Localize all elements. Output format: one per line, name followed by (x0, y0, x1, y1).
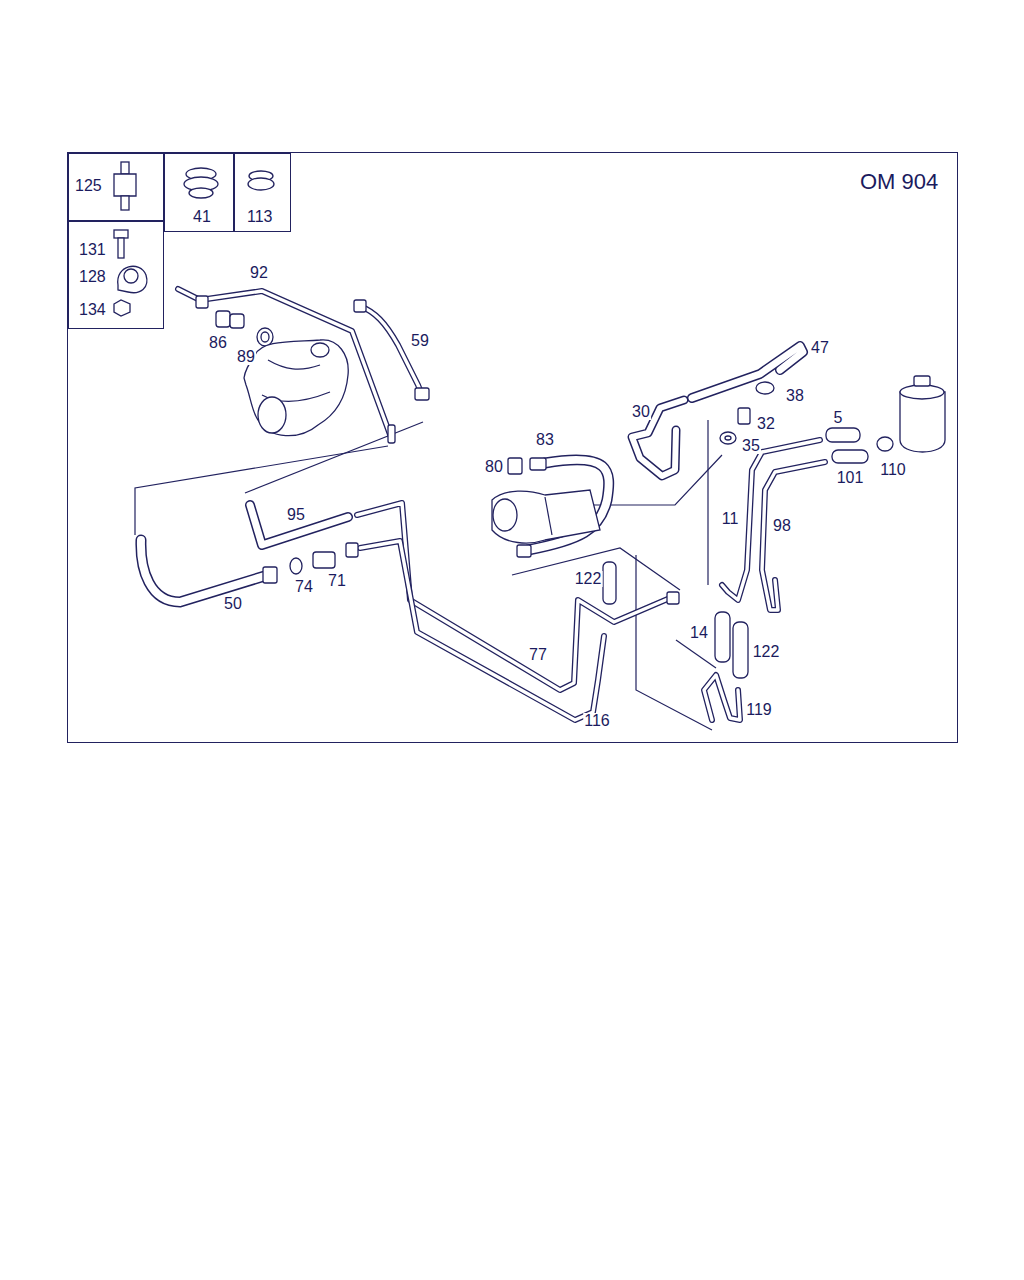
fittings (196, 296, 893, 604)
leader-lines (135, 420, 722, 730)
callout-number: 119 (745, 702, 773, 718)
callout-number: 128 (79, 269, 106, 285)
engine-code: OM 904 (860, 171, 938, 193)
fuel-hoses (141, 346, 803, 678)
callout-number: 89 (236, 349, 256, 365)
callout-number: 41 (193, 209, 211, 225)
callout-number: 101 (836, 470, 865, 486)
fuel-filter (900, 376, 945, 452)
callout-number: 30 (631, 404, 651, 420)
fuel-pipes (178, 289, 825, 720)
callout-number: 14 (689, 625, 709, 641)
diagram-frame: OM 904 125 41 113 131 128 134 (67, 152, 958, 743)
callout-number: 38 (785, 388, 805, 404)
callout-number: 47 (810, 340, 830, 356)
callout-number: 134 (79, 302, 106, 318)
callout-number: 86 (208, 335, 228, 351)
callout-number: 116 (583, 713, 611, 729)
part-box: 131 128 134 (68, 221, 164, 329)
callout-number: 125 (75, 178, 102, 194)
callout-number: 71 (327, 573, 347, 589)
callout-number: 98 (772, 518, 792, 534)
part-box: 113 (234, 153, 291, 232)
callout-number: 122 (752, 644, 781, 660)
callout-number: 59 (410, 333, 430, 349)
callout-number: 11 (721, 511, 740, 527)
callout-number: 113 (247, 209, 273, 225)
callout-number: 32 (756, 416, 776, 432)
callout-number: 110 (879, 462, 907, 478)
callout-number: 131 (79, 242, 106, 258)
callout-number: 92 (249, 265, 269, 281)
injection-pump (244, 340, 348, 436)
part-box: 125 (68, 153, 164, 221)
part-icons (114, 162, 274, 316)
callout-number: 35 (741, 438, 761, 454)
callout-number: 83 (535, 432, 555, 448)
fuel-prefilter (492, 490, 600, 543)
callout-number: 77 (528, 647, 548, 663)
callout-number: 122 (574, 571, 603, 587)
callout-number: 95 (286, 507, 306, 523)
callout-number: 80 (484, 459, 504, 475)
callout-number: 74 (294, 579, 314, 595)
callout-number: 5 (833, 410, 844, 426)
callout-number: 50 (223, 596, 243, 612)
part-box: 41 (164, 153, 234, 232)
